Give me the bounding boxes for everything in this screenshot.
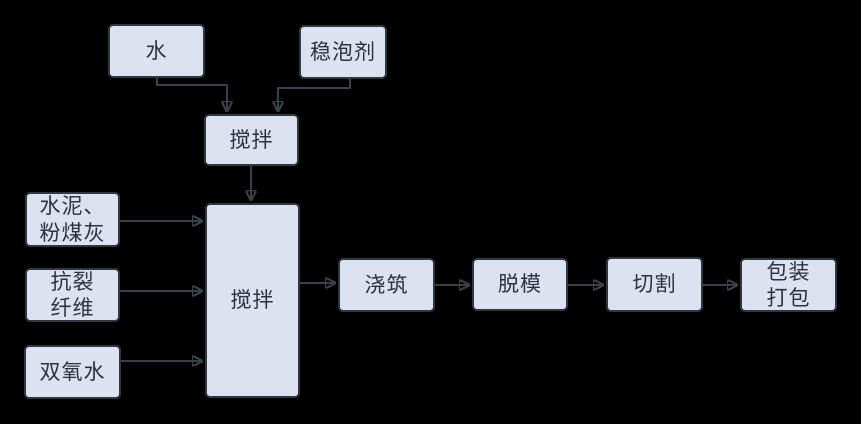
- node-demolding: 脱模: [472, 258, 568, 311]
- node-anticrack-fiber: 抗裂 纤维: [25, 268, 120, 322]
- edge-water-to-mix1: [156, 78, 227, 111]
- node-cement-flyash: 水泥、 粉煤灰: [25, 192, 120, 247]
- node-cutting: 切割: [606, 257, 703, 312]
- edge-foamstabilizer-to-mix1: [278, 79, 351, 111]
- node-mix-1: 搅拌: [204, 114, 299, 166]
- node-pouring: 浇筑: [338, 258, 435, 312]
- node-foam-stabilizer: 稳泡剂: [299, 25, 387, 79]
- node-mix-2: 搅拌: [205, 203, 300, 398]
- node-water: 水: [108, 24, 205, 78]
- node-packing: 包装 打包: [740, 258, 837, 312]
- node-hydrogen-peroxide: 双氧水: [24, 345, 121, 399]
